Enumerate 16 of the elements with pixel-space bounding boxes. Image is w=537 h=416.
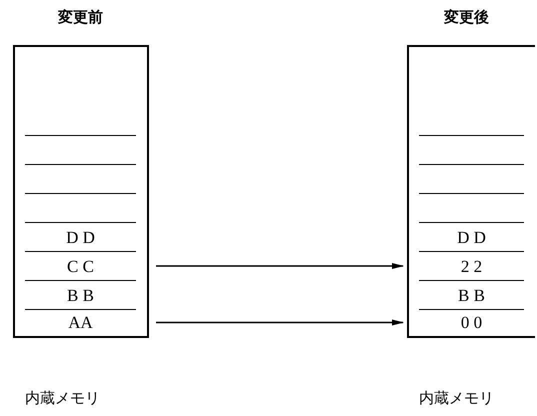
cell-value: B B: [458, 286, 485, 304]
memory-box: [13, 45, 149, 338]
column-heading: 変更後: [444, 10, 489, 25]
cell-value: C C: [67, 258, 94, 274]
cell-value: B B: [67, 286, 94, 304]
column-heading: 変更前: [58, 10, 103, 25]
memory-box: [407, 45, 535, 338]
cell-value: D D: [457, 228, 486, 246]
arrow: [156, 263, 404, 269]
memory-caption: 内蔵メモリ: [25, 391, 100, 406]
cell-value: D D: [66, 228, 95, 246]
arrow: [156, 320, 404, 326]
cell-value: 2 2: [460, 258, 482, 274]
cell-value: AA: [68, 314, 93, 331]
memory-caption: 内蔵メモリ: [419, 391, 494, 406]
cell-value: 0 0: [460, 314, 482, 331]
